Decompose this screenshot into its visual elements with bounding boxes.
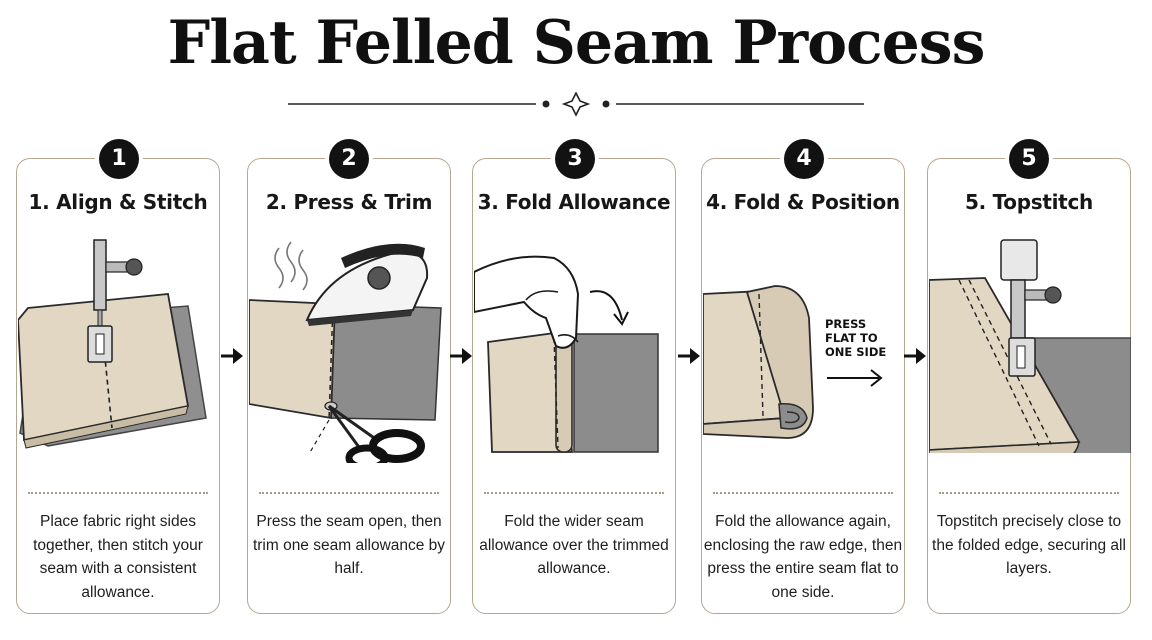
step-badge-3: 3 (555, 139, 595, 179)
step-title-5: 5. Topstitch (965, 190, 1093, 214)
card-separator (939, 492, 1119, 494)
topstitch-illustration (929, 239, 1131, 453)
step-title-2: 2. Press & Trim (265, 190, 433, 214)
title-divider (288, 92, 864, 117)
press-trim-illustration (249, 241, 442, 463)
card-separator (28, 492, 208, 494)
step-title-3: 3. Fold Allowance (477, 190, 671, 214)
press-flat-annotation-line2: FLAT TO (825, 331, 878, 345)
arrow-right-icon (678, 348, 700, 364)
page-title: Flat Felled Seam Process (167, 8, 986, 78)
card-separator (259, 492, 439, 494)
arrow-right-icon (904, 348, 926, 364)
card-separator (713, 492, 893, 494)
align-stitch-illustration (18, 239, 207, 449)
step-badge-4: 4 (784, 139, 824, 179)
press-flat-annotation-line3: ONE SIDE (825, 345, 886, 359)
arrow-right-icon (221, 348, 243, 364)
press-flat-annotation: PRESS (825, 317, 866, 331)
fold-allowance-illustration (474, 255, 659, 453)
step-description-2: Press the seam open, then trim one seam … (252, 513, 446, 577)
step-description-3: Fold the wider seam allowance over the t… (479, 513, 669, 577)
step-title-4: 4. Fold & Position (706, 190, 900, 214)
step-title-1: 1. Align & Stitch (28, 190, 208, 214)
step-badge-5: 5 (1009, 139, 1049, 179)
step-badge-1: 1 (99, 139, 139, 179)
step-description-5: Topstitch precisely close to the folded … (932, 513, 1126, 577)
arrow-right-icon (450, 348, 472, 364)
fold-position-illustration: PRESS FLAT TO ONE SIDE (703, 285, 886, 439)
step-description-4: Fold the allowance again, enclosing the … (703, 513, 903, 601)
card-separator (484, 492, 664, 494)
step-badge-2: 2 (329, 139, 369, 179)
step-description-1: Place fabric right sides together, then … (33, 513, 203, 601)
